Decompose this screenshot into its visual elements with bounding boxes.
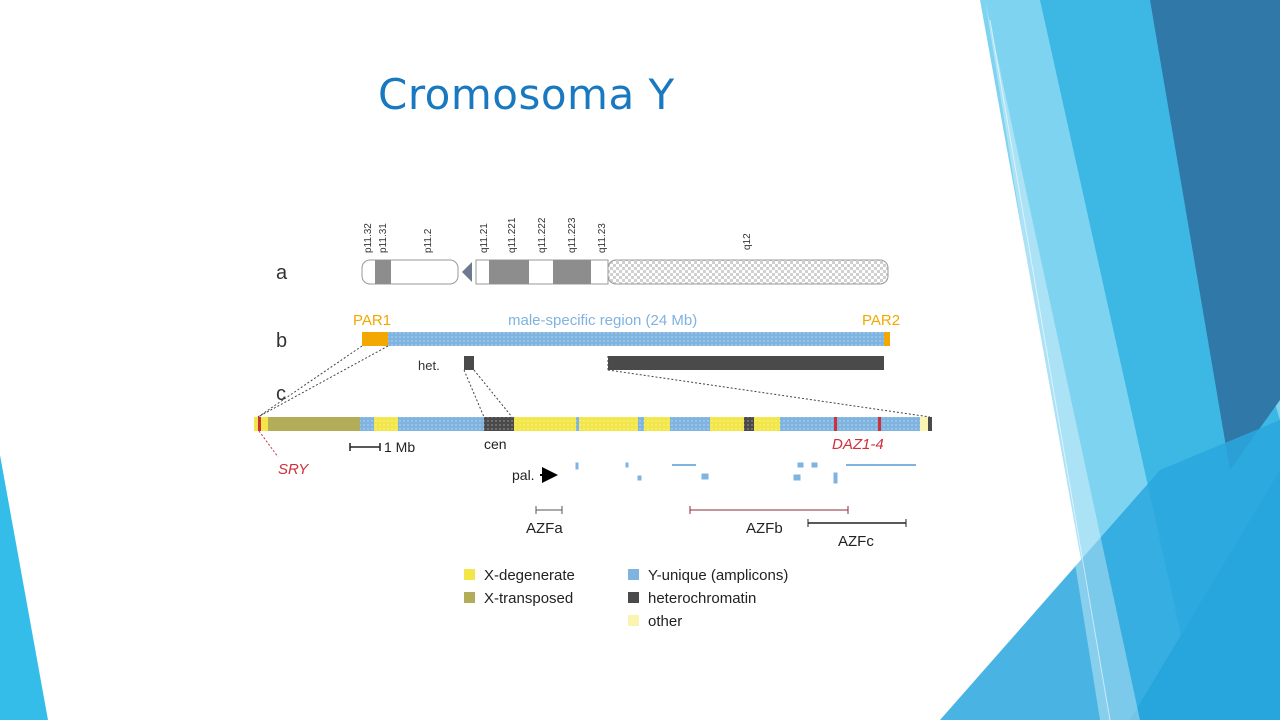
cen-label: cen bbox=[484, 436, 507, 452]
heterochromatin-segment bbox=[928, 417, 932, 431]
azfc-label: AZFc bbox=[838, 533, 874, 550]
palindrome-mark bbox=[811, 462, 818, 468]
band-dark bbox=[375, 260, 391, 284]
slide-title: Cromosoma Y bbox=[378, 70, 675, 119]
detail-bar bbox=[254, 417, 932, 431]
chromosome-y-diagram: p11.32 p11.31 p11.2 q11.21 q11.221 q11.2… bbox=[254, 217, 932, 630]
band-dark bbox=[489, 260, 529, 284]
detail-texture bbox=[360, 417, 920, 431]
palindrome-mark bbox=[793, 474, 801, 481]
band-label: q11.223 bbox=[567, 217, 578, 253]
centromere bbox=[462, 262, 472, 282]
legend: X-degenerate X-transposed Y-unique (ampl… bbox=[464, 567, 788, 630]
legend-swatch bbox=[628, 615, 639, 626]
other-segment bbox=[920, 417, 928, 431]
heterochromatin-bar bbox=[608, 356, 884, 370]
msy-texture bbox=[388, 332, 884, 346]
msy-label: male-specific region (24 Mb) bbox=[508, 312, 697, 329]
band-label: q12 bbox=[742, 233, 753, 250]
par1-block bbox=[362, 332, 388, 346]
legend-label: heterochromatin bbox=[648, 590, 756, 607]
band-labels: p11.32 p11.31 p11.2 q11.21 q11.221 q11.2… bbox=[363, 217, 753, 253]
daz-mark bbox=[878, 417, 881, 431]
scale-label: 1 Mb bbox=[384, 439, 415, 455]
legend-label: Y-unique (amplicons) bbox=[648, 567, 788, 584]
row-label-b: b bbox=[276, 330, 287, 352]
light-streak bbox=[985, 0, 1140, 720]
band-label: p11.31 bbox=[378, 223, 389, 253]
streak-line bbox=[989, 19, 1111, 720]
sry-connector bbox=[258, 430, 279, 458]
band-label: q11.23 bbox=[597, 223, 608, 253]
het-block bbox=[464, 356, 474, 370]
pal-label: pal. bbox=[512, 467, 535, 483]
het-label: het. bbox=[418, 358, 440, 373]
bottom-blue-shape bbox=[940, 420, 1280, 720]
legend-swatch bbox=[464, 569, 475, 580]
legend-swatch bbox=[628, 592, 639, 603]
band-label: q11.21 bbox=[479, 223, 490, 253]
palindrome-mark bbox=[637, 475, 642, 481]
sry-label: SRY bbox=[278, 461, 309, 478]
palindrome-mark bbox=[701, 473, 709, 480]
x-transposed-segment bbox=[268, 417, 360, 431]
palindrome-mark bbox=[625, 462, 629, 468]
palindrome-mark bbox=[575, 462, 579, 470]
heterochromatin-block bbox=[607, 259, 889, 285]
legend-swatch bbox=[628, 569, 639, 580]
sry-mark bbox=[258, 417, 261, 431]
band-label: p11.2 bbox=[423, 228, 434, 253]
daz-mark bbox=[834, 417, 837, 431]
palindrome-arrows bbox=[575, 462, 916, 484]
azfb-label: AZFb bbox=[746, 520, 783, 537]
legend-label: X-transposed bbox=[484, 590, 573, 607]
band-dark bbox=[553, 260, 591, 284]
daz-label: DAZ1-4 bbox=[832, 436, 884, 453]
par1-label: PAR1 bbox=[353, 312, 391, 329]
par2-block bbox=[884, 332, 890, 346]
band-label: p11.32 bbox=[363, 223, 374, 253]
legend-swatch bbox=[464, 592, 475, 603]
row-label-c: c bbox=[276, 383, 286, 405]
legend-label: other bbox=[648, 613, 682, 630]
band-label: q11.221 bbox=[507, 217, 518, 253]
band-label: q11.222 bbox=[537, 217, 548, 253]
azfa-label: AZFa bbox=[526, 520, 563, 537]
par2-label: PAR2 bbox=[862, 312, 900, 329]
zoom-connectors bbox=[257, 345, 931, 418]
ideogram bbox=[361, 259, 889, 285]
left-accent-shape bbox=[0, 455, 48, 720]
row-label-a: a bbox=[276, 262, 288, 284]
palindrome-mark bbox=[833, 472, 838, 484]
legend-label: X-degenerate bbox=[484, 567, 575, 584]
palindrome-mark bbox=[797, 462, 804, 468]
right-dark-shape bbox=[1150, 0, 1280, 470]
